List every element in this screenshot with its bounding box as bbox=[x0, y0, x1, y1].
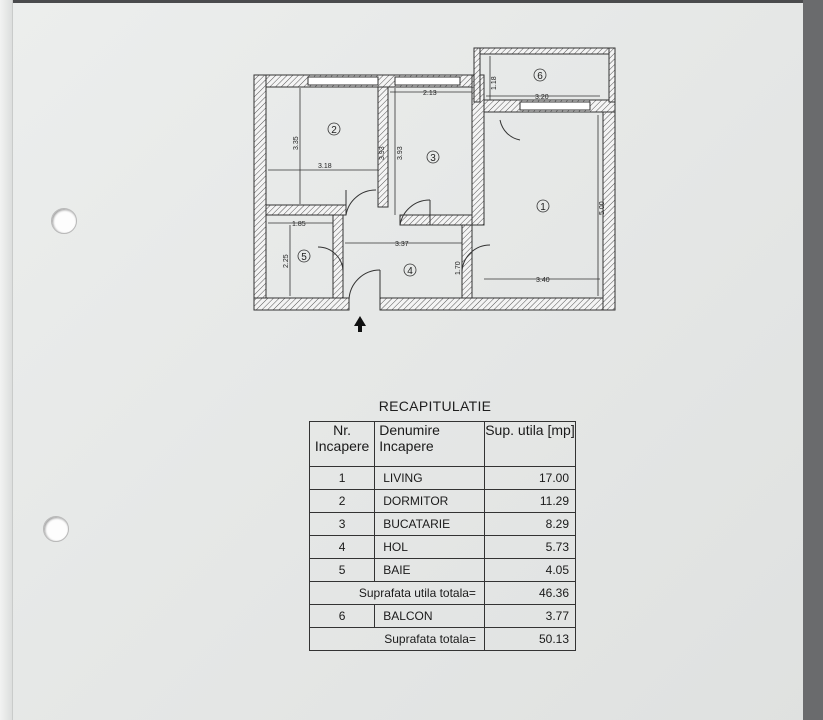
room-number-markers bbox=[297, 68, 550, 277]
dim-3-37: 3.37 bbox=[395, 241, 409, 248]
cell-nr: 1 bbox=[308, 466, 376, 490]
cell-nr: 4 bbox=[308, 535, 376, 559]
dim-3-35: 3.35 bbox=[293, 136, 300, 150]
room-number-3: 3 bbox=[430, 153, 436, 164]
table-row: 1 LIVING 17.00 bbox=[308, 466, 577, 490]
dim-3-93-right: 3.93 bbox=[397, 146, 404, 160]
cell-area: 3.77 bbox=[483, 604, 577, 628]
page-curl-edge bbox=[0, 0, 13, 720]
dim-3-40: 3.40 bbox=[536, 277, 550, 284]
punch-hole-top bbox=[51, 208, 77, 234]
grand-total-label: Suprafata totala= bbox=[309, 627, 485, 651]
table-row: 2 DORMITOR 11.29 bbox=[308, 489, 577, 513]
room-number-4: 4 bbox=[407, 266, 413, 277]
room-number-2: 2 bbox=[331, 125, 337, 136]
room-number-6: 6 bbox=[537, 71, 543, 82]
dim-2-25: 2.25 bbox=[283, 254, 290, 268]
cell-name: BALCON bbox=[374, 604, 485, 628]
entrance-arrow-icon bbox=[354, 316, 366, 332]
useful-total-label: Suprafata utila totala= bbox=[309, 581, 485, 605]
cell-name: LIVING bbox=[374, 466, 485, 490]
dim-3-93-left: 3.93 bbox=[379, 146, 386, 160]
cell-nr: 5 bbox=[308, 558, 376, 582]
top-border bbox=[0, 0, 823, 3]
table-row: 5 BAIE 4.05 bbox=[308, 558, 577, 582]
cell-nr: 2 bbox=[308, 489, 376, 513]
cell-nr: 3 bbox=[308, 512, 376, 536]
doors bbox=[317, 119, 521, 301]
cell-area: 8.29 bbox=[483, 512, 577, 536]
cell-name: HOL bbox=[374, 535, 485, 559]
header-area: Sup. utila [mp] bbox=[483, 421, 577, 467]
cell-name: BUCATARIE bbox=[374, 512, 485, 536]
header-name: Denumire Incapere bbox=[374, 421, 485, 467]
dim-3-20: 3.20 bbox=[535, 94, 549, 101]
grand-total-value: 50.13 bbox=[483, 627, 577, 651]
walls bbox=[253, 47, 616, 311]
dim-3-18: 3.18 bbox=[318, 163, 332, 170]
table-row: 4 HOL 5.73 bbox=[308, 535, 577, 559]
cell-name: DORMITOR bbox=[374, 489, 485, 513]
cell-area: 5.73 bbox=[483, 535, 577, 559]
recap-table: Nr. Incapere Denumire Incapere Sup. util… bbox=[308, 421, 577, 651]
dimension-labels: 3.35 3.18 3.93 3.93 2.13 1.18 3.20 5.00 … bbox=[283, 76, 606, 284]
grand-total-row: Suprafata totala= 50.13 bbox=[309, 627, 577, 651]
useful-total-row: Suprafata utila totala= 46.36 bbox=[309, 581, 577, 605]
cell-area: 11.29 bbox=[483, 489, 577, 513]
dim-2-13: 2.13 bbox=[423, 90, 437, 97]
dim-1-70: 1.70 bbox=[455, 261, 462, 275]
cell-area: 4.05 bbox=[483, 558, 577, 582]
header-nr: Nr. Incapere bbox=[308, 421, 376, 467]
windows bbox=[307, 76, 591, 111]
punch-hole-bottom bbox=[43, 516, 69, 542]
dimension-lines bbox=[268, 56, 600, 296]
table-header-row: Nr. Incapere Denumire Incapere Sup. util… bbox=[308, 421, 577, 467]
recap-title: RECAPITULATIE bbox=[378, 398, 492, 414]
room-number-1: 1 bbox=[540, 202, 546, 213]
cell-name: BAIE bbox=[374, 558, 485, 582]
cell-area: 17.00 bbox=[483, 466, 577, 490]
table-row: 3 BUCATARIE 8.29 bbox=[308, 512, 577, 536]
dim-1-18: 1.18 bbox=[491, 76, 498, 90]
cell-nr: 6 bbox=[308, 604, 376, 628]
room-number-5: 5 bbox=[301, 252, 307, 263]
useful-total-value: 46.36 bbox=[483, 581, 577, 605]
dim-1-85: 1.85 bbox=[292, 221, 306, 228]
dim-5-00: 5.00 bbox=[599, 201, 606, 215]
background-edge bbox=[803, 0, 823, 720]
room-numbers: 1 2 3 4 5 6 bbox=[301, 71, 546, 277]
table-row: 6 BALCON 3.77 bbox=[308, 604, 577, 628]
